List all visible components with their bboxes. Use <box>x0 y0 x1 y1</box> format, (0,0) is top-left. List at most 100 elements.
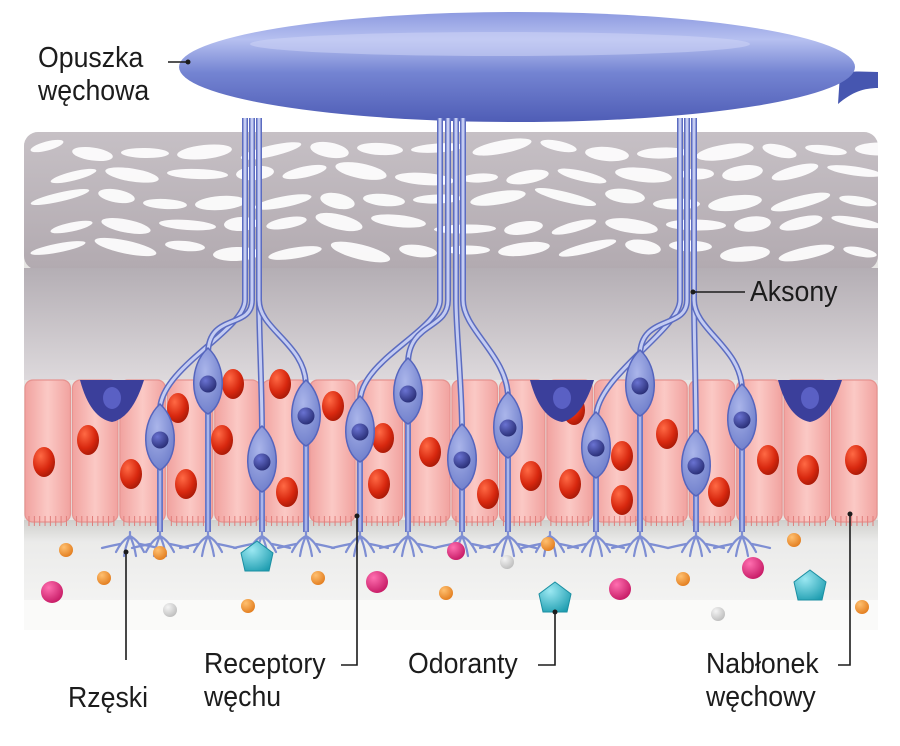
label-axons: Aksony <box>750 276 838 309</box>
odorant-dot <box>241 599 255 613</box>
support-nucleus <box>520 461 542 491</box>
support-nucleus <box>419 437 441 467</box>
basal-nucleus <box>103 387 121 409</box>
neuron-nucleus <box>253 453 271 471</box>
leader-odorants <box>538 612 556 666</box>
bone-pore <box>254 194 312 210</box>
bone-pore <box>268 246 322 260</box>
neuron-nucleus <box>351 423 369 441</box>
bone-pore <box>310 141 349 159</box>
cilia-tuft <box>378 530 438 558</box>
support-nucleus <box>120 459 142 489</box>
odorant-dot <box>439 586 453 600</box>
odorant-dot <box>541 537 555 551</box>
bone-pore <box>363 193 405 207</box>
odorant-dot <box>153 546 167 560</box>
bone-pore <box>177 144 232 160</box>
label-axons-line1: Aksony <box>750 276 838 308</box>
bone-pore <box>805 144 847 156</box>
support-nucleus <box>797 455 819 485</box>
bone-pore <box>72 146 113 162</box>
support-nucleus <box>559 469 581 499</box>
neuron-nucleus <box>587 439 605 457</box>
bone-pore <box>50 220 93 234</box>
label-cilia: Rzęski <box>68 682 148 715</box>
bone-pore <box>266 216 307 230</box>
bone-pore <box>240 142 302 160</box>
bone-pore <box>605 218 658 234</box>
bone-pore <box>98 188 135 204</box>
bone-pore <box>472 138 532 156</box>
support-nucleus <box>276 477 298 507</box>
odorant-dot <box>97 571 111 585</box>
bone-pore <box>320 192 355 210</box>
label-epithelium-line2: węchowy <box>706 681 816 713</box>
support-nucleus <box>167 393 189 423</box>
olfactory-bulb <box>179 12 878 122</box>
support-nucleus <box>322 391 344 421</box>
support-nucleus <box>77 425 99 455</box>
bone-pore <box>30 188 90 206</box>
label-olfactory-bulb-line1: Opuszka <box>38 42 144 74</box>
bone-pore <box>167 168 228 180</box>
label-epithelium-line1: Nabłonek <box>706 648 819 680</box>
cilia-tuft <box>610 530 670 558</box>
bone-pore <box>778 244 835 262</box>
support-nucleus <box>269 369 291 399</box>
bone-pore <box>839 195 877 207</box>
neuron-nucleus <box>453 451 471 469</box>
label-olfactory-bulb-line2: węchowa <box>38 75 150 107</box>
leader-receptors <box>341 516 358 666</box>
bone-pore <box>734 216 771 232</box>
leader-lines <box>123 59 853 666</box>
bone-pore <box>357 142 403 156</box>
bone-pore <box>843 246 877 258</box>
support-nucleus <box>845 445 867 475</box>
bone-pore <box>831 215 882 229</box>
bone-pore <box>30 139 64 153</box>
bone-pore <box>213 246 260 262</box>
bone-pore <box>399 244 437 258</box>
odorant-dot <box>500 555 514 569</box>
bone-pore <box>722 165 763 181</box>
support-nucleus <box>211 425 233 455</box>
odorant-dot <box>311 571 325 585</box>
bone-pore <box>105 167 159 183</box>
bone-pore <box>762 143 797 159</box>
neuron-nucleus <box>151 431 169 449</box>
bone-pore <box>165 240 205 252</box>
label-receptors-line2: węchu <box>204 681 282 713</box>
bone-pore <box>534 187 597 207</box>
bone-pore <box>506 169 549 185</box>
support-nucleus <box>33 447 55 477</box>
cilia-tuft <box>712 530 772 558</box>
bone-pore <box>779 215 823 231</box>
label-receptors: Receptory węchu <box>204 648 326 714</box>
neuron-nucleus <box>297 407 315 425</box>
cilia-tuft <box>100 530 160 558</box>
bone-pore <box>195 195 246 211</box>
bone-pore <box>771 163 819 181</box>
bone-pore <box>551 219 597 235</box>
bone-pore <box>371 214 426 228</box>
bone-pore <box>498 241 550 257</box>
neuron-nucleus <box>687 457 705 475</box>
bone-pore <box>159 219 216 231</box>
bone-pore <box>827 165 882 177</box>
odorant-dot <box>59 543 73 557</box>
bone-pore <box>94 237 157 257</box>
bone-pore <box>625 239 661 255</box>
bone-pore <box>637 147 688 159</box>
bone-pore <box>615 167 672 183</box>
label-cilia-line1: Rzęski <box>68 682 149 714</box>
bone-pore <box>335 162 387 180</box>
odorant-dot <box>609 578 631 600</box>
bone-pore <box>855 142 900 156</box>
bone-pore <box>770 192 831 212</box>
support-nucleus <box>611 485 633 515</box>
support-nucleus <box>222 369 244 399</box>
bone-pore <box>470 190 526 206</box>
odorant-dot <box>742 557 764 579</box>
label-odorants-line1: Odoranty <box>408 648 518 680</box>
bone-pore <box>121 147 169 159</box>
